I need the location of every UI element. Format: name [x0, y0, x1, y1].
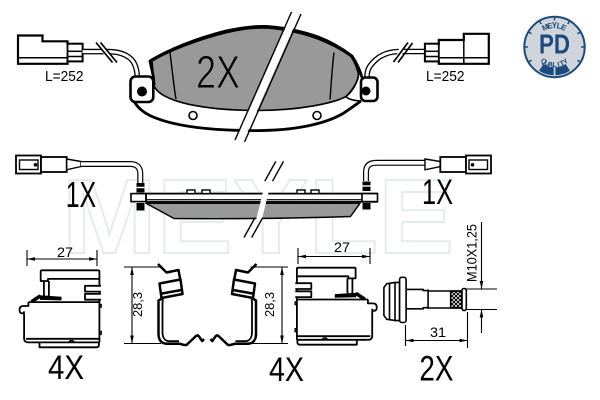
svg-text:2X: 2X — [419, 350, 453, 389]
svg-text:PD: PD — [539, 28, 570, 59]
svg-text:E: E — [559, 22, 568, 32]
svg-text:1X: 1X — [66, 174, 97, 215]
svg-text:Y: Y — [562, 58, 570, 67]
svg-text:L: L — [552, 62, 557, 69]
svg-text:A: A — [547, 61, 553, 69]
svg-text:L: L — [556, 21, 563, 31]
svg-text:Y: Y — [552, 21, 558, 30]
svg-text:L=252: L=252 — [426, 68, 465, 85]
svg-text:31: 31 — [430, 325, 446, 340]
svg-text:27: 27 — [334, 240, 350, 255]
svg-text:4X: 4X — [269, 351, 304, 389]
svg-text:1X: 1X — [422, 173, 453, 212]
svg-text:27: 27 — [57, 245, 73, 260]
svg-text:E: E — [546, 21, 553, 31]
svg-text:L=252: L=252 — [45, 68, 84, 85]
svg-text:4X: 4X — [48, 349, 84, 387]
svg-text:T: T — [559, 60, 566, 68]
svg-text:M10X1,25: M10X1,25 — [465, 224, 480, 282]
svg-text:U: U — [543, 60, 551, 68]
svg-text:28,3: 28,3 — [130, 292, 145, 317]
svg-text:2X: 2X — [196, 46, 240, 98]
svg-text:M: M — [541, 22, 551, 33]
svg-text:I: I — [557, 62, 560, 69]
svg-text:28,3: 28,3 — [262, 292, 277, 317]
svg-text:Q: Q — [539, 57, 548, 66]
